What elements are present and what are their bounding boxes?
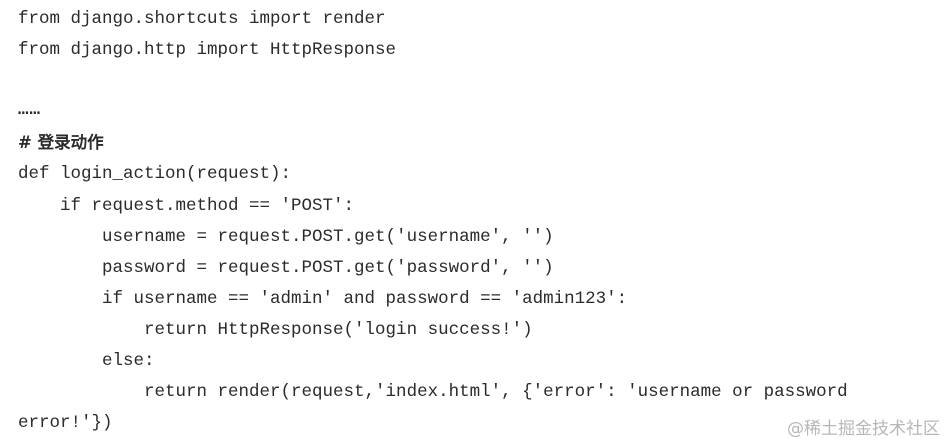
code-line-import-render: from django.shortcuts import render [18,9,386,29]
code-line-if-admin: if username == 'admin' and password == '… [18,289,628,309]
code-line-return-success: return HttpResponse('login success!') [18,320,533,340]
code-line-password: password = request.POST.get('password', … [18,258,554,278]
code-line-error-continuation: error!'}) [18,413,113,433]
code-line-comment: # 登录动作 [18,133,104,152]
code-line-else: else: [18,351,155,371]
watermark: @稀土掘金技术社区 [787,419,940,439]
code-line-if-post: if request.method == 'POST': [18,196,355,216]
code-line-return-render: return render(request,'index.html', {'er… [18,382,848,402]
code-line-import-httpresponse: from django.http import HttpResponse [18,40,397,60]
code-line-def: def login_action(request): [18,164,292,184]
code-line-ellipsis: …… [18,100,42,120]
code-line-username: username = request.POST.get('username', … [18,227,554,247]
